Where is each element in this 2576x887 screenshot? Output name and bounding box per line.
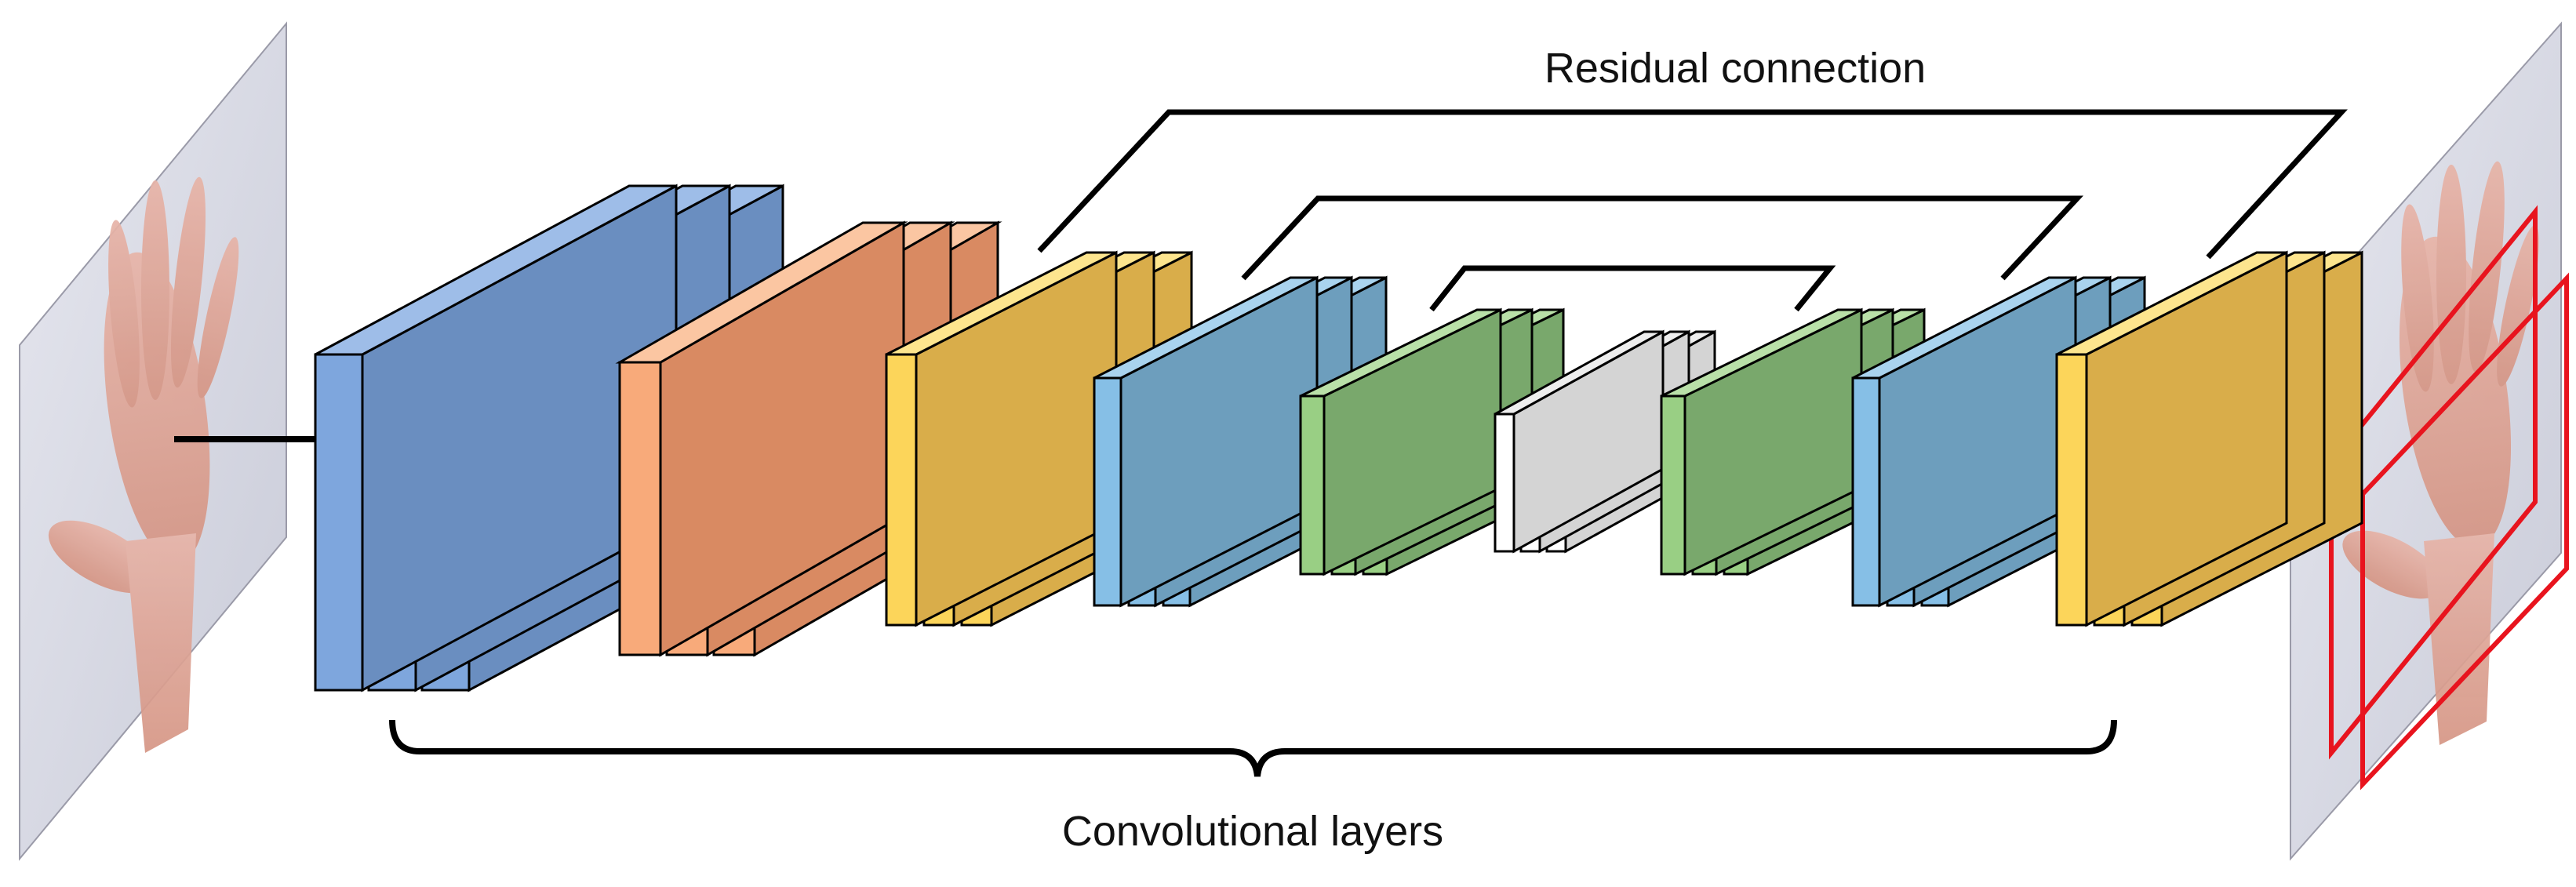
- convolutional-blocks: [314, 184, 2363, 693]
- decoder-block-2-slab-front: [1851, 376, 1881, 607]
- decoder-block-3-slab-front: [2055, 353, 2088, 627]
- decoder-block-1-slab-front: [1660, 394, 1686, 576]
- encoder-block-2-slab-front: [618, 361, 662, 656]
- residual-connection-label: Residual connection: [1545, 45, 1926, 92]
- encoder-block-3-slab-front: [885, 353, 918, 627]
- residual-connection-outer: [1037, 109, 2348, 260]
- detection-box-1: [2329, 205, 2538, 760]
- bottleneck-block: [1494, 329, 1716, 554]
- encoder-block-4-slab-front: [1093, 376, 1122, 607]
- encoder-block-1: [314, 184, 784, 693]
- detection-boxes: [2329, 205, 2569, 791]
- encoder-block-5-slab-front: [1299, 394, 1326, 576]
- output-image: [2290, 21, 2569, 861]
- encoder-block-1-slab-front: [314, 353, 364, 692]
- input-hand: [48, 176, 239, 753]
- decoder-block-3: [2055, 250, 2363, 627]
- output-hand: [2342, 161, 2539, 745]
- convolutional-layers-brace: [389, 719, 2117, 777]
- residual-connection-inner: [1429, 265, 1836, 312]
- input-image: [19, 21, 287, 861]
- convolutional-layers-label: Convolutional layers: [1062, 808, 1443, 855]
- encoder-block-4: [1093, 275, 1388, 608]
- bottleneck-block-slab-front: [1494, 413, 1515, 553]
- detection-box-2: [2360, 272, 2569, 791]
- residual-connections: [1037, 109, 2348, 312]
- residual-connection-middle: [1241, 195, 2084, 281]
